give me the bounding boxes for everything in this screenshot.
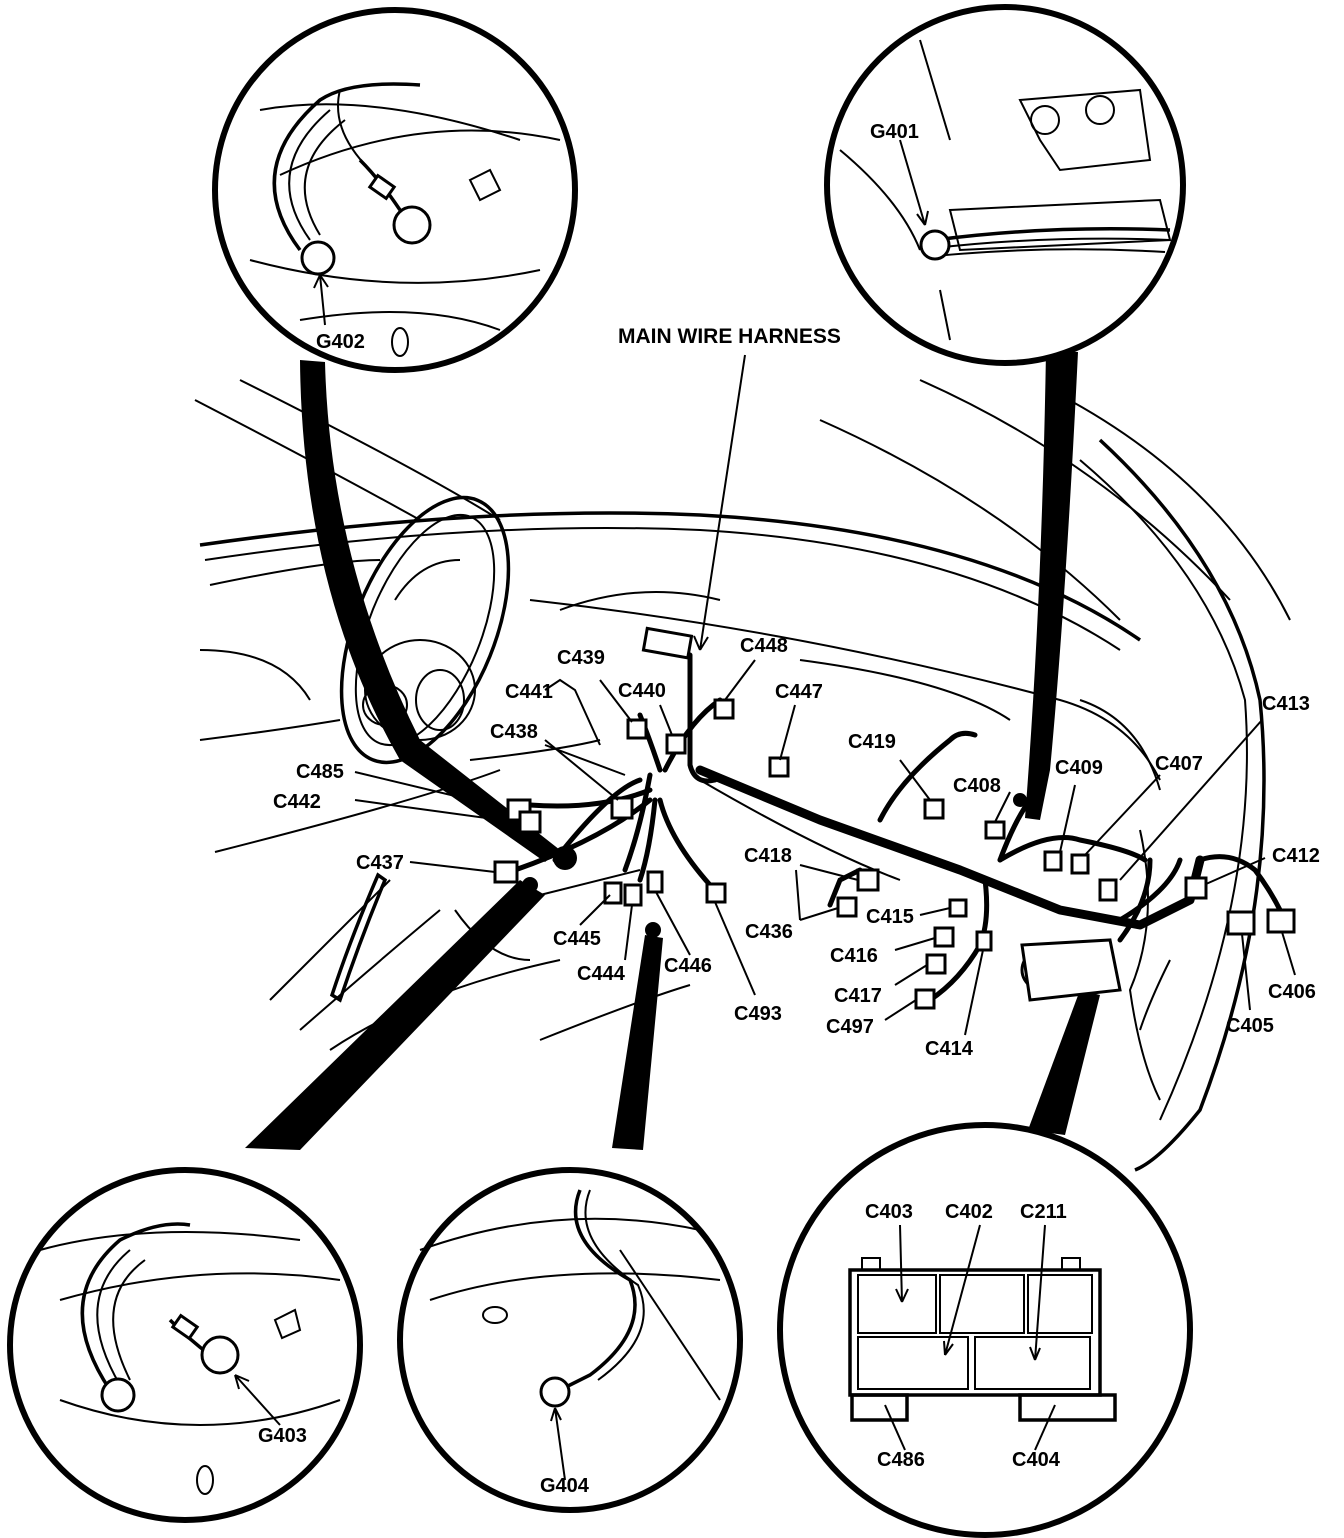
- label-c405: C405: [1226, 1015, 1274, 1037]
- label-c406: C406: [1268, 981, 1316, 1003]
- inset-bottom-middle: [397, 1167, 743, 1513]
- dashboard-outline: [194, 379, 1291, 1172]
- label-c440: C440: [618, 680, 666, 702]
- harness-trunk: [512, 652, 1283, 1003]
- label-c408: C408: [953, 775, 1001, 797]
- label-c409: C409: [1055, 757, 1103, 779]
- label-c415: C415: [866, 906, 914, 928]
- label-c441: C441: [505, 681, 553, 703]
- main-wire-harness-title: MAIN WIRE HARNESS: [618, 325, 841, 348]
- label-c436: C436: [745, 921, 793, 943]
- inset-bottom-left: [7, 1167, 363, 1523]
- label-c416: C416: [830, 945, 878, 967]
- label-g402: G402: [316, 331, 365, 353]
- label-c417: C417: [834, 985, 882, 1007]
- label-g404: G404: [540, 1475, 590, 1497]
- label-c211: C211: [1020, 1201, 1067, 1223]
- label-g403: G403: [258, 1425, 307, 1447]
- leader-lines: [354, 354, 1296, 1036]
- inset-top-right: [824, 4, 1186, 366]
- inset-bands: [245, 350, 1100, 1150]
- label-c419: C419: [848, 731, 896, 753]
- label-c493: C493: [734, 1003, 782, 1025]
- label-c447: C447: [775, 681, 823, 703]
- label-c412: C412: [1272, 845, 1320, 867]
- label-c446: C446: [664, 955, 712, 977]
- steering-wheel: [339, 495, 511, 765]
- label-c444: C444: [577, 963, 626, 985]
- connector-blocks: [493, 626, 1296, 1010]
- label-c486: C486: [877, 1449, 925, 1471]
- label-c403: C403: [865, 1201, 913, 1223]
- label-c437: C437: [356, 852, 404, 874]
- label-c414: C414: [925, 1038, 974, 1060]
- label-g401: G401: [870, 121, 919, 143]
- label-c404: C404: [1012, 1449, 1061, 1471]
- label-c402: C402: [945, 1201, 993, 1223]
- label-c418: C418: [744, 845, 792, 867]
- labels: MAIN WIRE HARNESS G402 G401 G403 G404 C4…: [258, 121, 1320, 1497]
- label-c485: C485: [296, 761, 344, 783]
- label-c445: C445: [553, 928, 601, 950]
- inset-bottom-right: [777, 1122, 1193, 1538]
- inset-top-left: [212, 7, 578, 373]
- label-c497: C497: [826, 1016, 874, 1038]
- label-c407: C407: [1155, 753, 1203, 775]
- label-c448: C448: [740, 635, 788, 657]
- label-c413: C413: [1262, 693, 1310, 715]
- label-c442: C442: [273, 791, 321, 813]
- label-c438: C438: [490, 721, 538, 743]
- label-c439: C439: [557, 647, 605, 669]
